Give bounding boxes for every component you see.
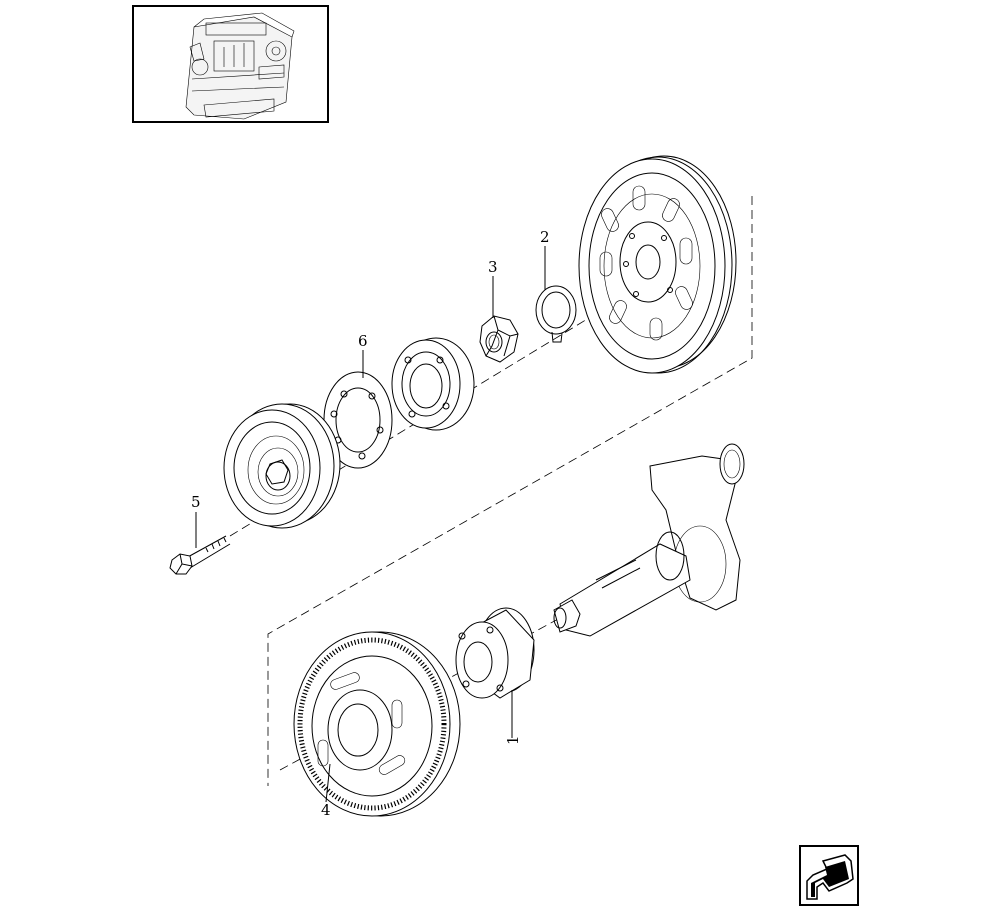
assembly-outline: [267, 196, 753, 786]
engine-thumbnail-icon: [185, 12, 295, 120]
front-pulley: [223, 403, 341, 529]
callout-5: 5: [191, 493, 201, 511]
engine-thumbnail[interactable]: [132, 5, 329, 123]
crank-hub: [455, 607, 535, 699]
tab-washer: [535, 285, 577, 343]
callout-1: 1: [504, 735, 522, 745]
leader-lines: [195, 246, 546, 803]
callout-2: 2: [540, 228, 550, 246]
hex-nut: [479, 315, 519, 363]
pulley-hub: [391, 337, 475, 431]
callout-3: 3: [488, 258, 498, 276]
back-arrow-icon: [806, 854, 854, 900]
back-navigation-button[interactable]: [799, 845, 859, 906]
callout-4: 4: [321, 801, 331, 819]
damper-pulley: [578, 155, 737, 374]
ring-gear: [293, 631, 461, 817]
crankshaft: [553, 443, 745, 637]
bolt: [169, 535, 231, 575]
callout-6: 6: [358, 332, 368, 350]
